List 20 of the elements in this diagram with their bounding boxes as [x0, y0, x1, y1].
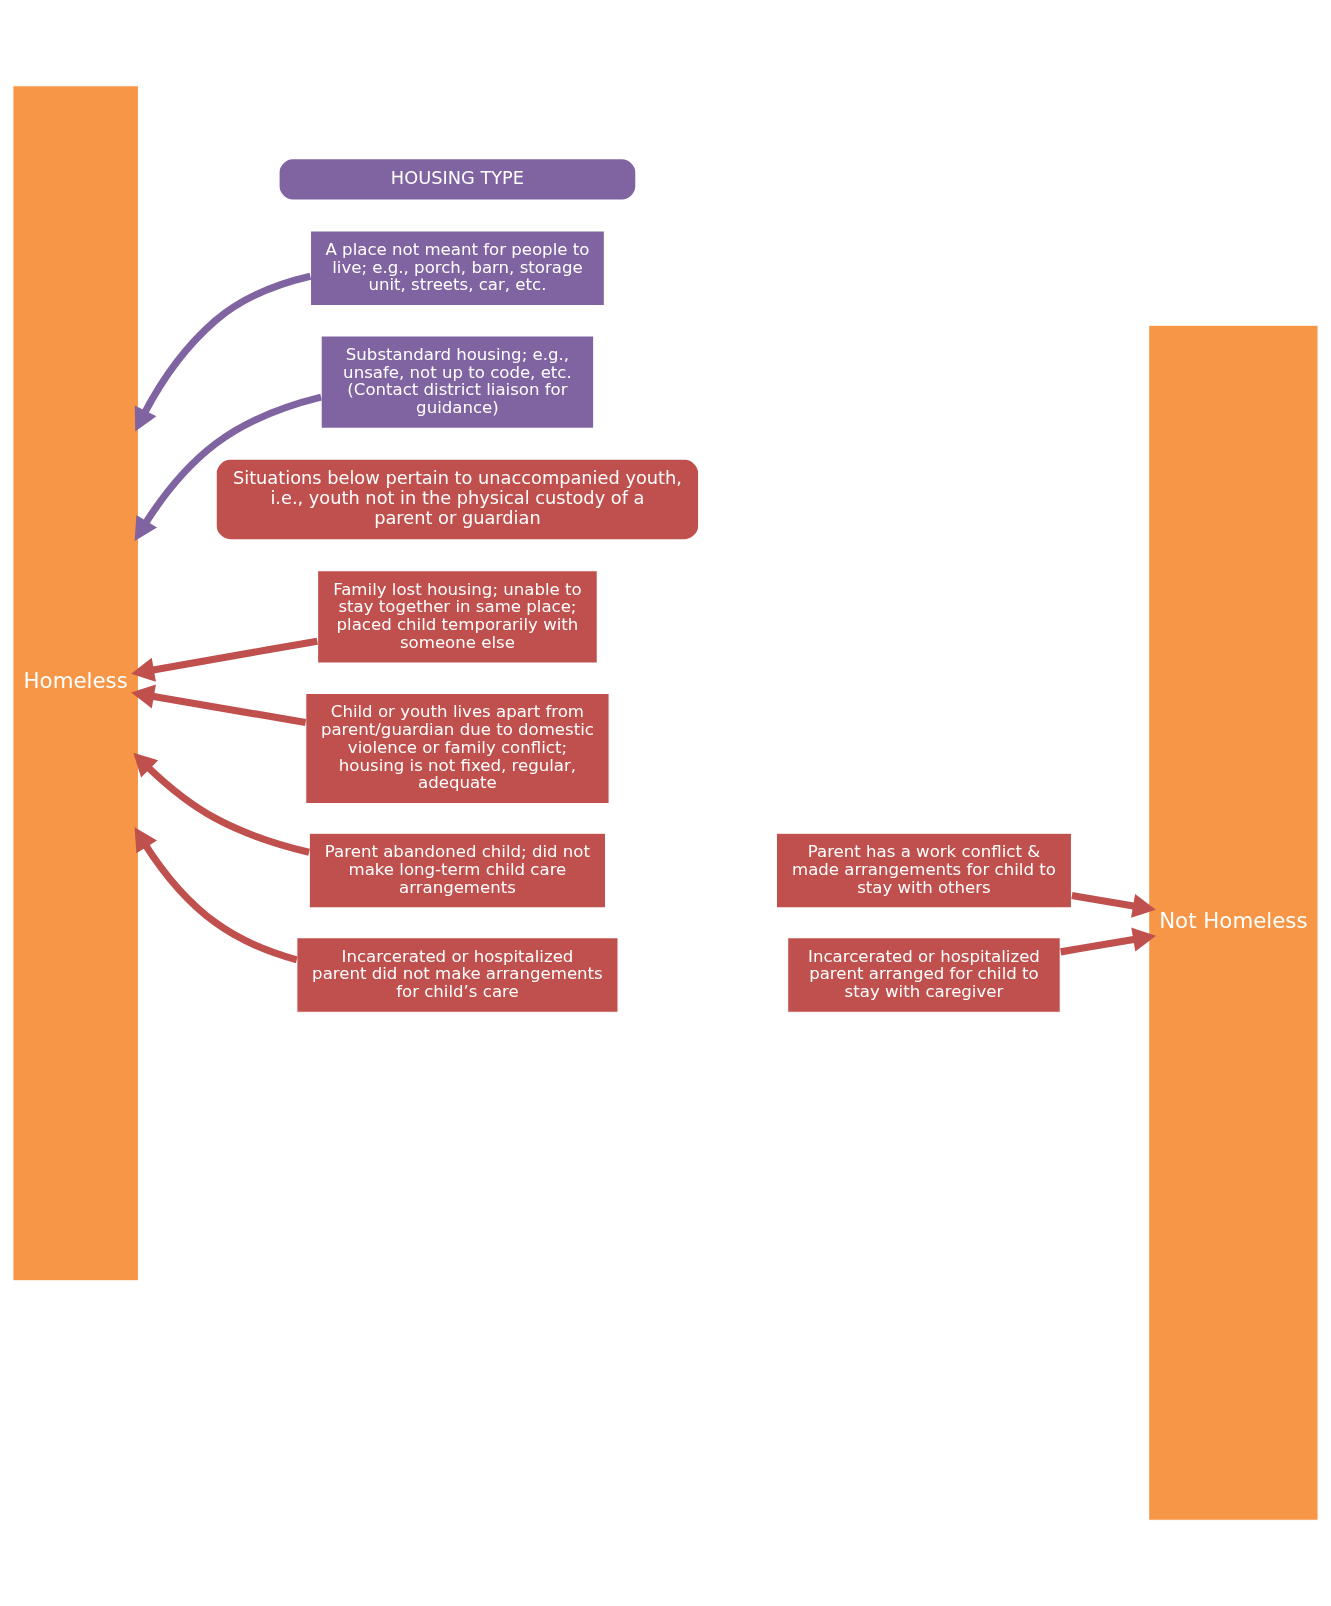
arrow	[134, 272, 312, 432]
arrow	[131, 684, 307, 727]
node-box: Incarcerated or hospitalized parent did not make arrangements for child’s care	[296, 936, 619, 1013]
arrow	[134, 393, 322, 541]
node-box: Family lost housing; unable to stay together in same place; placed child temporarily with someone else	[316, 570, 598, 664]
node-box: Parent abandoned child; did not make long-term child care arrangements	[308, 832, 607, 909]
arrow	[131, 637, 318, 682]
node-box: A place not meant for people to live; e.g., porch, barn, storage unit, streets, car, etc.	[309, 230, 606, 307]
node-box: Situations below pertain to unaccompanied youth, i.e., youth not in the physical custody of a parent or guardian	[214, 457, 701, 542]
node-box: Parent has a work conflict & made arrangements for child to stay with others	[775, 832, 1073, 909]
node-box: Child or youth lives apart from parent/guardian due to domestic violence or family conflict; housing is not fixed, regular, adequate	[305, 692, 610, 805]
node-box: Homeless	[12, 85, 140, 1282]
node-box: Incarcerated or hospitalized parent arranged for child to stay with caregiver	[787, 936, 1061, 1013]
arrow	[1071, 892, 1156, 918]
arrow	[133, 752, 310, 856]
node-box: Substandard housing; e.g., unsafe, not up to code, etc. (Contact district liaison for guidance)	[320, 335, 595, 429]
node-box: HOUSING TYPE	[277, 156, 638, 202]
arrow	[1060, 927, 1157, 956]
node-box: Not Homeless	[1148, 324, 1319, 1521]
arrow	[134, 827, 298, 964]
